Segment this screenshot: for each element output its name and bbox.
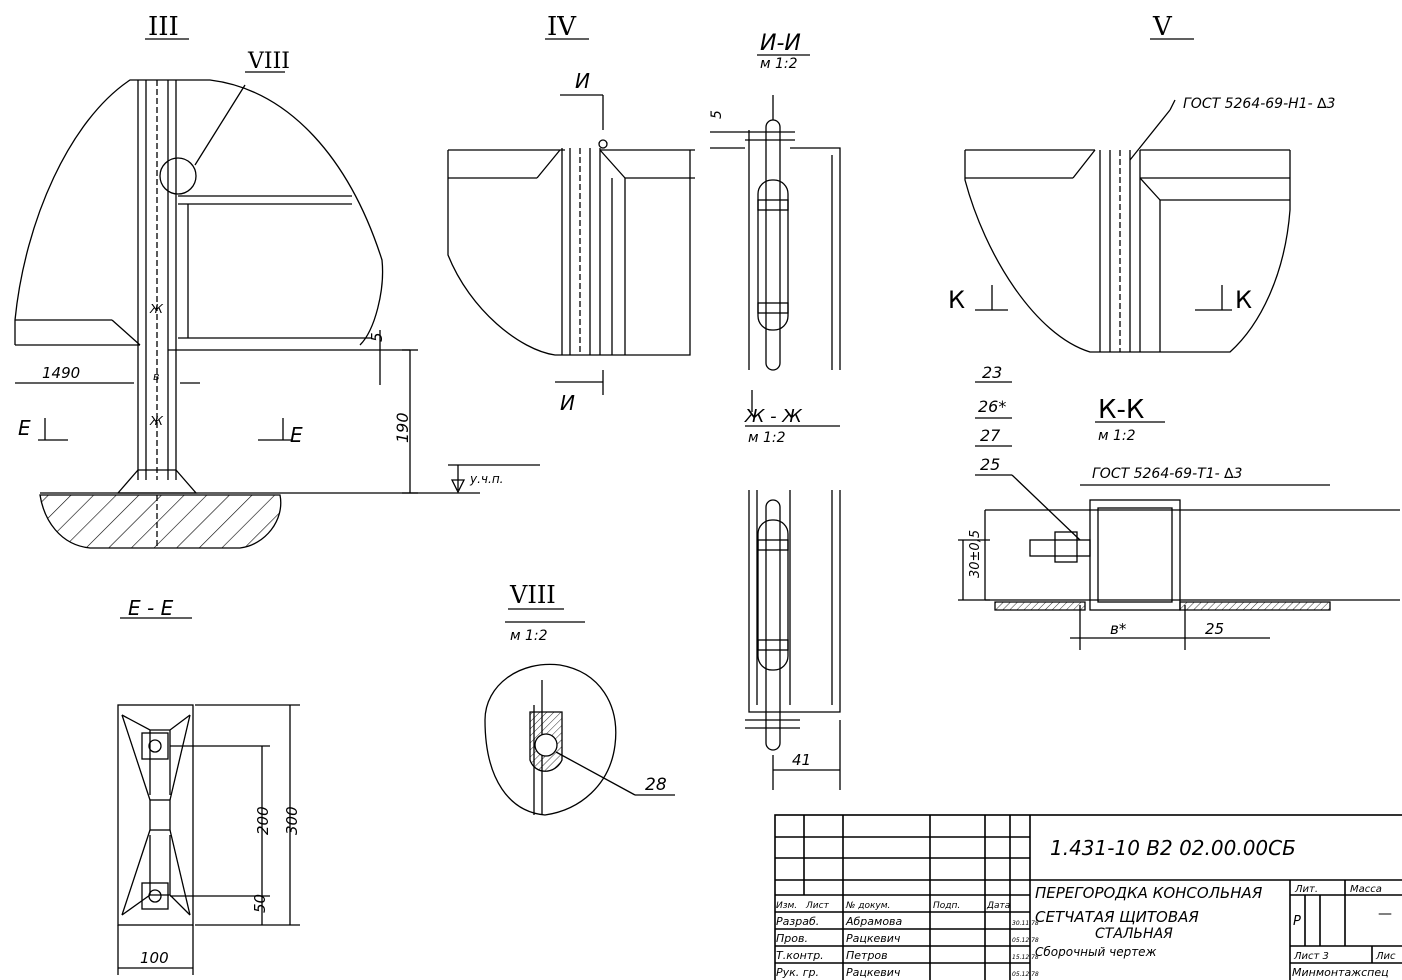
tb-row4-date: 05.12.78 [1012,971,1039,978]
section-kk-dim-b: в* [1110,620,1127,638]
section-ii-title: И-И [760,31,801,56]
view-v [964,38,1291,353]
view-v-weld-note: ГОСТ 5264-69-Н1- ∆3 [1183,96,1335,112]
tb-row4-role: Рук. гр. [776,966,819,979]
section-ii-scale: м 1:2 [760,56,798,72]
tb-lit-value: Р [1293,914,1301,929]
title-block [774,814,1402,980]
section-ee-dim-width: 100 [140,949,169,967]
detail-viii [484,608,675,816]
view-iv-cut-top: И [575,69,590,93]
tb-row2-name: Рацкевич [846,932,901,945]
view-v-cut-right: К [1235,286,1252,314]
section-ii [710,54,841,371]
tb-name-1: ПЕРЕГОРОДКА КОНСОЛЬНАЯ [1035,884,1263,902]
tb-mass-header: Масса [1350,884,1382,895]
view-iii-dim-height: 190 [393,412,412,443]
section-kk [958,381,1400,650]
view-iii-cut-zh-bottom: Ж [149,414,164,428]
tb-row3-name: Петров [846,949,888,962]
tb-sheets: Лис [1375,951,1396,962]
section-ee-title: Е - Е [128,596,174,620]
tb-row3-role: Т.контр. [776,949,824,962]
section-ee [117,617,300,975]
section-zhzh-scale: м 1:2 [748,430,786,446]
tb-row1-date: 30.11.78 [1012,920,1039,927]
tb-mass-value: — [1378,906,1392,922]
section-kk-pos-4: 25 [980,455,1000,474]
view-iii-dim-b: в [153,370,159,383]
section-kk-pos-3: 27 [980,426,1001,445]
section-ee-dim-mid: 200 [254,806,272,835]
section-kk-title: К-К [1098,395,1144,425]
section-ee-dim-total: 300 [283,806,301,835]
section-kk-weld-note: ГОСТ 5264-69-Т1- ∆3 [1092,466,1242,482]
view-iii-dim-gap: 5 [368,332,386,342]
tb-sheet: Лист 3 [1293,951,1329,962]
tb-doc-code: 1.431-10 В2 02.00.00СБ [1050,836,1296,860]
view-iii-cut-zh-top: Ж [149,302,164,316]
view-iii-floor-mark: у.ч.п. [469,472,503,486]
tb-row2-role: Пров. [776,932,808,945]
view-iii-cut-e-left: Е [18,416,31,440]
view-iv-title: IV [547,12,577,42]
section-zhzh-title: Ж - Ж [744,406,802,427]
section-zhzh [745,390,841,790]
view-iii-cut-e-right: Е [290,423,303,447]
detail-viii-position: 28 [645,775,667,795]
view-v-title: V [1152,12,1173,42]
tb-name-4: Сборочный чертеж [1035,945,1157,959]
tb-name-2: СЕТЧАТАЯ ЩИТОВАЯ [1035,908,1199,926]
tb-org: Минмонтажспец [1292,966,1389,979]
view-iv [447,38,695,395]
section-ee-dim-low: 50 [251,894,269,913]
tb-row1-role: Разраб. [776,915,819,928]
view-v-cut-left: К [948,286,965,314]
tb-header-list: Лист [805,901,830,911]
section-zhzh-dim: 41 [792,751,811,769]
view-iv-cut-bottom: И [560,391,575,415]
tb-lit-header: Лит. [1294,884,1318,895]
tb-header-sign: Подп. [933,901,960,911]
view-iii [14,38,540,549]
section-kk-dim-width: 25 [1205,620,1224,638]
view-iii-title: III [148,12,179,42]
tb-header-doc: № докум. [845,901,890,911]
section-kk-pos-1: 23 [982,363,1002,382]
view-iii-callout: VIII [247,49,290,74]
detail-viii-scale: м 1:2 [510,628,548,644]
section-kk-pos-2: 26* [978,397,1006,416]
tb-row2-date: 05.12.78 [1012,937,1039,944]
section-ii-dim: 5 [709,110,725,119]
section-kk-scale: м 1:2 [1098,428,1136,444]
tb-name-3: СТАЛЬНАЯ [1095,926,1173,942]
tb-row1-name: Абрамова [845,915,903,928]
tb-row4-name: Рацкевич [846,966,901,979]
tb-row3-date: 15.12.78 [1012,954,1039,961]
detail-viii-title: VIII [509,581,556,609]
tb-header-date: Дата [986,901,1010,911]
view-iii-dim-offset: 1490 [42,364,80,382]
tb-header-izm: Изм. [776,901,797,911]
section-kk-dim-height: 30±0,5 [968,530,983,578]
labels: III VIII 1490 в 5 190 у.ч.п. Е Е Ж Ж IV … [18,12,1396,979]
